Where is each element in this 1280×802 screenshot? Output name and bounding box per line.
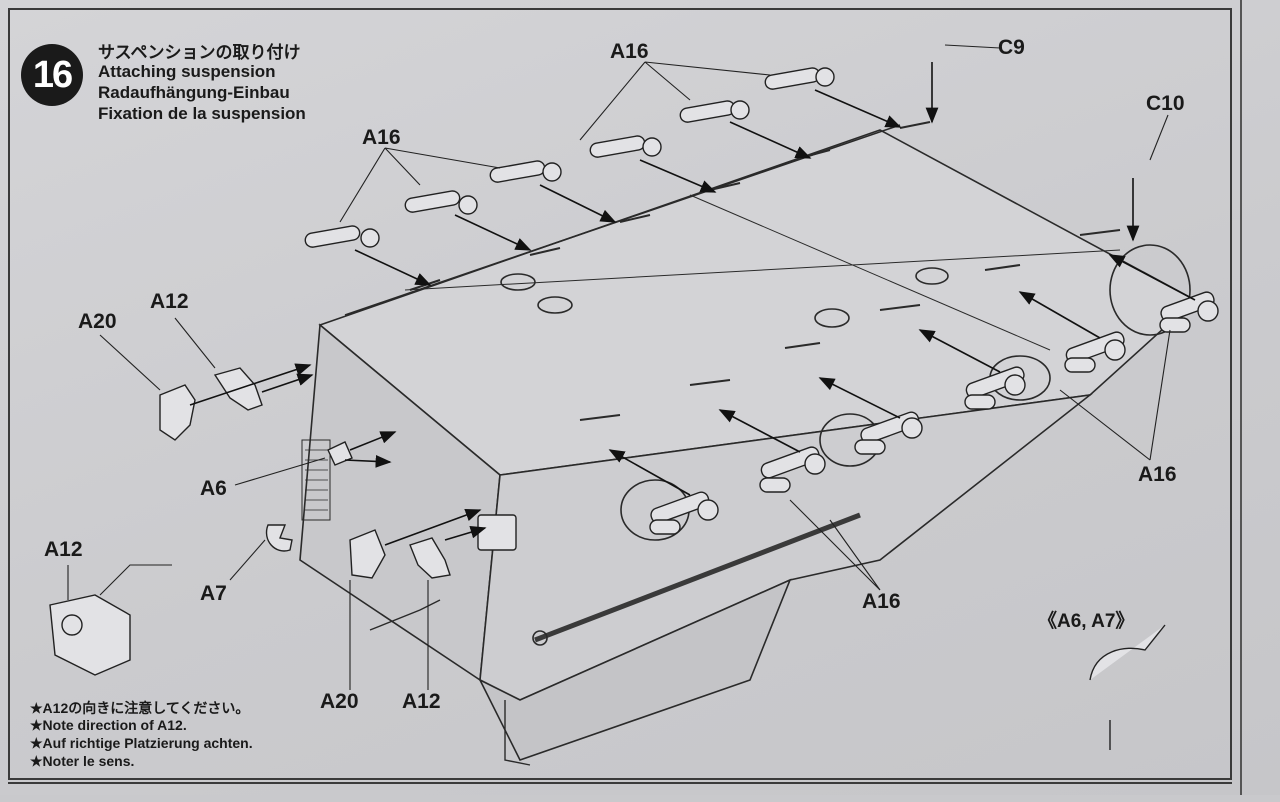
label-a12-upper: A12 [150,290,189,313]
note-japanese: ★A12の向きに注意してください。 [30,700,250,716]
inset-part [49,594,131,676]
arm-8 [759,446,826,493]
arm-3 [489,160,562,183]
step-number-badge: 16 [21,44,83,106]
title-english: Attaching suspension [98,62,276,81]
arm-7 [649,491,719,535]
title-french: Fixation de la suspension [98,104,306,123]
label-inset-a6-a7: 《A6, A7》 [1038,611,1135,632]
page-edge [1240,0,1242,795]
label-a16-bottom: A16 [862,590,901,613]
title-german: Radaufhängung-Einbau [98,83,290,102]
arm-1 [304,225,380,248]
label-c10: C10 [1146,92,1185,115]
suspension-arms-upper [304,67,835,248]
arrows-lower [608,254,1196,496]
label-a12-inset: A12 [44,538,83,561]
arrows-front [189,363,487,546]
arm-6 [764,67,835,90]
label-a7: A7 [200,582,227,605]
suspension-arms-lower [649,291,1219,535]
arm-12 [1159,291,1219,333]
arm-10 [964,366,1026,410]
label-a16-top: A16 [610,40,649,63]
label-a16-right: A16 [1138,463,1177,486]
label-a16-left: A16 [362,126,401,149]
label-a20-upper: A20 [78,310,117,333]
leader-lines [67,44,1171,690]
note-german: ★Auf richtige Platzierung achten. [30,735,253,751]
note-english: ★Note direction of A12. [30,717,187,733]
arrows-upper [354,62,1140,286]
next-step-frame [8,782,1232,802]
label-a6: A6 [200,477,227,500]
arm-9 [854,411,923,455]
front-parts [49,367,1166,750]
hull-body [299,121,1197,766]
front-bracket [477,514,517,551]
arm-4 [589,135,662,158]
label-c9: C9 [998,36,1025,59]
label-a12-lower: A12 [402,690,441,713]
note-french: ★Noter le sens. [30,753,135,769]
part-a20-upper [159,384,196,441]
part-a20-lower [349,529,386,579]
arm-11 [1064,331,1126,373]
title-japanese: サスペンションの取り付け [98,43,301,62]
part-a7 [265,524,293,552]
arm-2 [404,190,478,215]
part-a12-lower [409,537,451,579]
arm-5 [679,100,750,123]
inset-a6-a7-detail [1089,624,1166,750]
step-frame [8,8,1232,780]
label-a20-lower: A20 [320,690,359,713]
